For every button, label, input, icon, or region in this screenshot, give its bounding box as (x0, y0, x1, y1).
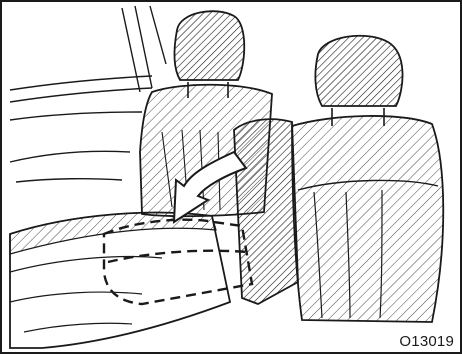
right-headrest (315, 36, 402, 126)
figure-code: O13019 (399, 333, 454, 350)
armrest-upright (234, 119, 298, 304)
right-seatback (292, 116, 443, 322)
rear-seat-cushion (10, 213, 230, 348)
